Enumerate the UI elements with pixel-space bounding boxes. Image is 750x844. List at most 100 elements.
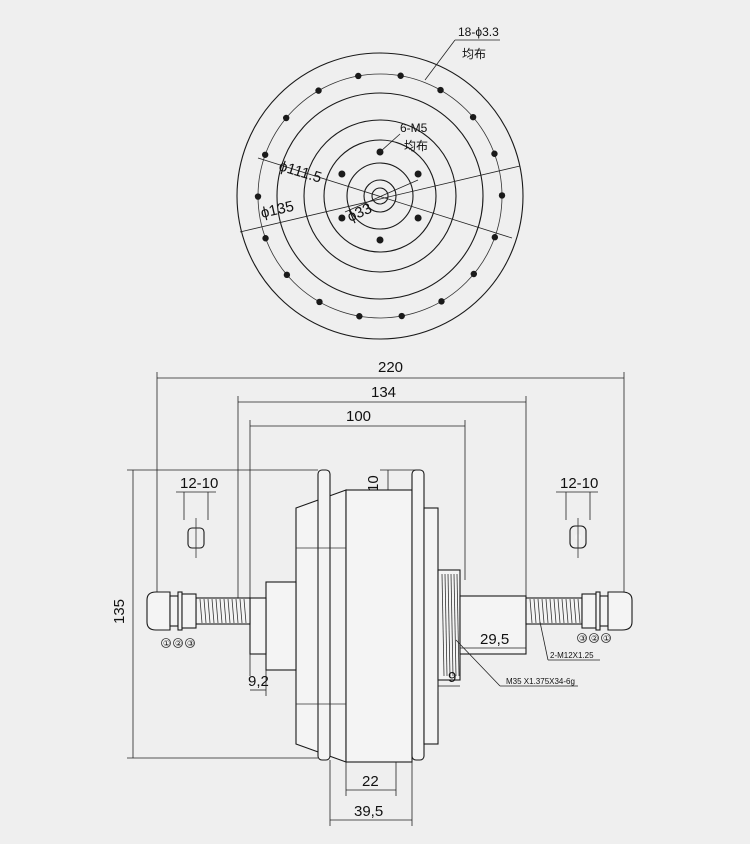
rim-hole xyxy=(254,193,262,200)
rim-hole xyxy=(469,113,477,121)
left-washer-2 xyxy=(177,591,183,631)
front-view: 18-ϕ3.3 均布 6-M5 均布 ϕ111.5 ϕ135 ϕ33 xyxy=(236,25,524,340)
thread-line xyxy=(444,573,448,677)
part-label-r2: ② xyxy=(591,634,598,643)
bolt-hole-note-2: 均布 xyxy=(404,139,428,153)
axle-inner-circle xyxy=(371,187,389,205)
dia-135-label: ϕ135 xyxy=(259,198,295,222)
right-washer-1 xyxy=(599,595,609,627)
bolt-hole-note: 6-M5 xyxy=(400,121,428,135)
right-cover xyxy=(423,507,439,745)
rim-hole xyxy=(398,312,405,320)
part-label-1: ① xyxy=(163,639,170,648)
axle-thread-line xyxy=(545,598,549,624)
axle-thread-line xyxy=(215,598,219,624)
axle-thread-line xyxy=(557,598,561,624)
part-balloon-r1 xyxy=(601,633,611,643)
thread-line xyxy=(450,573,454,677)
right-shaft xyxy=(459,595,527,655)
axle-thread-line xyxy=(561,598,565,624)
rim-hole xyxy=(261,151,269,158)
thread-leader xyxy=(455,639,501,687)
rim-hole xyxy=(437,86,444,94)
hole-pitch-circle xyxy=(257,73,503,319)
rim-hole xyxy=(356,313,363,320)
axle-thread-line xyxy=(529,598,533,624)
hub-circle xyxy=(346,162,414,230)
axle-thread-line xyxy=(227,598,231,624)
outer-rim-circle xyxy=(236,52,524,340)
axle-thread-line xyxy=(577,598,581,624)
part-balloon-3 xyxy=(185,638,195,648)
right-nut xyxy=(581,593,597,629)
bolt-holes xyxy=(338,148,422,244)
flat-right-label: 12-10 xyxy=(560,475,598,492)
axle-thread-line xyxy=(533,598,537,624)
rim-hole xyxy=(355,72,362,80)
axle-thread-line xyxy=(549,598,553,624)
part-balloon-r3 xyxy=(577,633,587,643)
inner-circle xyxy=(303,119,457,273)
axle-thread-line xyxy=(243,598,247,624)
rim-hole xyxy=(262,235,269,242)
axle-thread-line xyxy=(553,598,557,624)
bolt-hole xyxy=(376,236,384,244)
rim-hole-leader xyxy=(424,39,456,81)
rim-hole xyxy=(491,234,499,241)
part-balloon-1 xyxy=(161,638,171,648)
rim-hole xyxy=(498,192,506,199)
thread-line xyxy=(447,573,451,677)
dim-10-label: 10 xyxy=(365,475,382,492)
axle-thread-line xyxy=(203,598,207,624)
axle-thread-line xyxy=(239,598,243,624)
part-label-r1: ① xyxy=(603,634,610,643)
axle-thread-line xyxy=(207,598,211,624)
rim-hole-note: 18-ϕ3.3 xyxy=(458,25,499,39)
dim-39-5-label: 39,5 xyxy=(354,803,383,820)
dim-9-label: 9 xyxy=(448,669,456,686)
thread-line xyxy=(453,573,457,677)
axle-thread-line xyxy=(565,598,569,624)
bolt-hole-leader xyxy=(379,133,401,153)
dim-134-label: 134 xyxy=(371,384,396,401)
axle-thread-line xyxy=(231,598,235,624)
left-washer-1 xyxy=(169,595,179,627)
axle-thread-line xyxy=(541,598,545,624)
left-axle-nut xyxy=(146,591,171,631)
part-label-3: ③ xyxy=(187,639,194,648)
axle-thread-line xyxy=(219,598,223,624)
axle-outer-circle xyxy=(363,179,397,213)
nut-leader xyxy=(539,621,549,661)
dim-9-2-label: 9,2 xyxy=(248,673,269,690)
part-balloon-r2 xyxy=(589,633,599,643)
side-view: 220 134 100 10 135 xyxy=(111,359,633,826)
bolt-pitch-circle xyxy=(323,139,437,253)
dia-135-leader xyxy=(239,165,521,233)
part-balloon-2 xyxy=(173,638,183,648)
stator-body xyxy=(345,489,413,763)
axle-thread-line xyxy=(223,598,227,624)
rim-hole xyxy=(470,270,478,278)
axle-thread-line xyxy=(573,598,577,624)
rim-hole xyxy=(438,298,445,305)
rim-hole-note-2: 均布 xyxy=(462,47,486,61)
thread-note: M35 X1.375X34-6g xyxy=(506,677,575,686)
right-washer-2 xyxy=(595,591,601,631)
axle-thread-right xyxy=(529,598,581,624)
part-label-r3: ③ xyxy=(579,634,586,643)
axle-thread-line xyxy=(569,598,573,624)
axle-thread-line xyxy=(211,598,215,624)
axle-thread-left xyxy=(199,598,247,624)
thread-m35 xyxy=(441,573,460,677)
bolt-hole xyxy=(414,214,422,222)
bolt-hole xyxy=(414,170,422,178)
dia-111-label: ϕ111.5 xyxy=(277,158,324,187)
bolt-hole xyxy=(338,170,346,178)
rim-hole xyxy=(316,298,323,306)
rim-hole xyxy=(283,271,291,279)
flat-left-label: 12-10 xyxy=(180,475,218,492)
rim-hole xyxy=(315,87,322,94)
dim-22-label: 22 xyxy=(362,773,379,790)
dia-33-label: ϕ33 xyxy=(345,200,375,226)
